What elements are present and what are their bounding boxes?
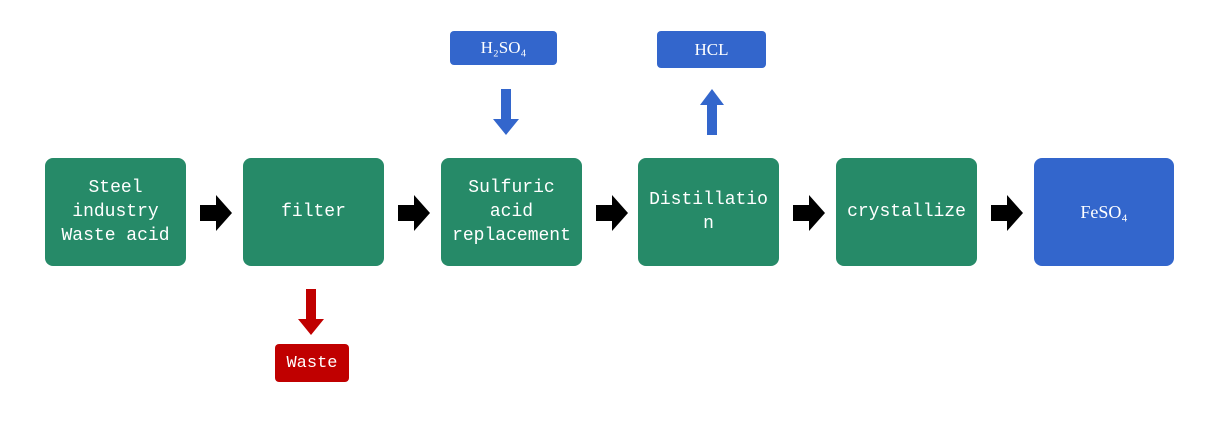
input-arrow-down-icon <box>493 89 519 135</box>
waste-arrow-down-icon <box>298 289 324 335</box>
flow-arrow-5-icon <box>991 195 1023 231</box>
output-hcl-label: HCL <box>657 31 766 68</box>
step-distillation: Distillatio n <box>638 158 779 266</box>
output-waste-label: Waste <box>275 344 349 382</box>
flow-arrow-4-icon <box>793 195 825 231</box>
step-crystallize: crystallize <box>836 158 977 266</box>
step-sulfuric-acid-replacement: Sulfuric acid replacement <box>441 158 582 266</box>
flow-arrow-2-icon <box>398 195 430 231</box>
step-filter: filter <box>243 158 384 266</box>
output-arrow-up-icon <box>700 89 724 135</box>
step-steel-industry-waste-acid: Steel industry Waste acid <box>45 158 186 266</box>
product-feso4: FeSO₄ <box>1034 158 1174 266</box>
input-h2so4-label: H₂SO₄ <box>450 31 557 65</box>
flow-arrow-3-icon <box>596 195 628 231</box>
flow-arrow-1-icon <box>200 195 232 231</box>
